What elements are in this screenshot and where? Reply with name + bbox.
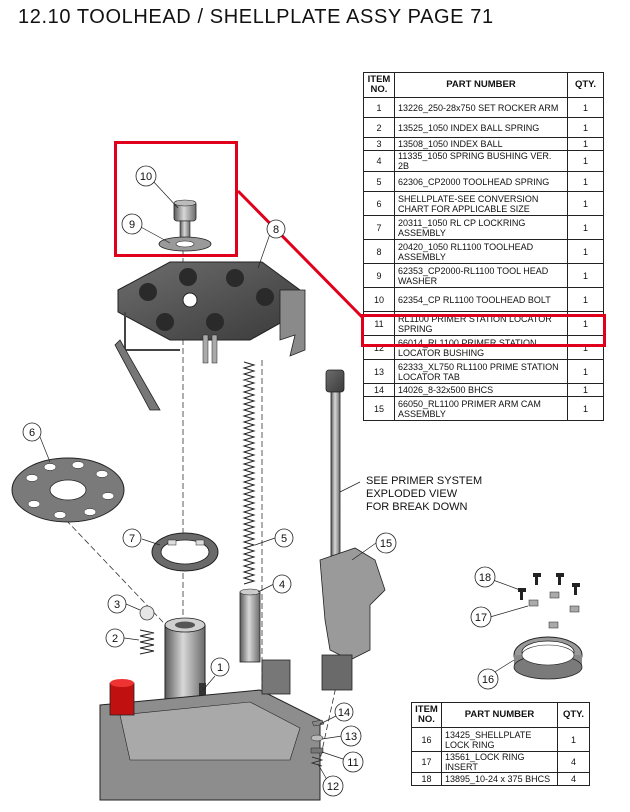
header-qty: QTY.	[557, 702, 590, 728]
item-no: 17	[411, 751, 442, 773]
header-qty: QTY.	[567, 72, 604, 98]
press-base-part	[99, 617, 321, 801]
callout-4: 4	[279, 579, 285, 591]
qty: 1	[567, 335, 604, 360]
item-no: 18	[411, 772, 442, 786]
part-number: 66050_RL1100 PRIMER ARM CAM ASSEMBLY	[394, 396, 568, 421]
primer-arm-cam-assembly-part	[319, 369, 386, 691]
qty: 1	[567, 287, 604, 312]
spring-bushing-part	[239, 588, 261, 663]
highlight-connector-line	[236, 189, 364, 319]
primer-system-note: SEE PRIMER SYSTEM EXPLODED VIEW FOR BREA…	[366, 475, 482, 514]
part-number: 13561_LOCK RING INSERT	[441, 751, 558, 773]
callout-16: 16	[482, 674, 494, 686]
part-number: 13425_SHELLPLATE LOCK RING	[441, 727, 558, 752]
callout-8: 8	[273, 224, 279, 236]
qty: 4	[557, 751, 590, 773]
bhcs-screws-part	[518, 573, 580, 600]
callout-circles	[22, 165, 499, 797]
header-part-number: PART NUMBER	[394, 72, 568, 98]
qty: 1	[557, 727, 590, 752]
note-line: FOR BREAK DOWN	[366, 501, 468, 513]
callout-2: 2	[112, 633, 118, 645]
toolhead-washer-part	[158, 236, 212, 252]
callout-13: 13	[345, 731, 357, 743]
callout-10: 10	[140, 171, 152, 183]
part-number: 13895_10-24 x 375 BHCS	[441, 772, 558, 786]
part-number: 66014_RL1100 PRIMER STATION LOCATOR BUSH…	[394, 335, 568, 360]
callout-6: 6	[29, 427, 35, 439]
item-no: 9	[363, 263, 395, 288]
callout-3: 3	[114, 599, 120, 611]
shellplate-lock-ring-part	[513, 636, 583, 680]
callout-17: 17	[475, 612, 487, 624]
shellplate-part	[11, 457, 125, 523]
callout-9: 9	[129, 219, 135, 231]
highlight-box-bolt	[114, 141, 238, 257]
note-line: SEE PRIMER SYSTEM	[366, 475, 483, 487]
qty: 1	[567, 263, 604, 288]
callout-1: 1	[217, 662, 223, 674]
item-no: 15	[363, 396, 395, 421]
item-no: 8	[363, 239, 395, 264]
toolhead-assembly-part	[114, 261, 306, 411]
page-title: 12.10 TOOLHEAD / SHELLPLATE ASSY PAGE 71	[18, 6, 494, 28]
header-item-no: ITEM NO.	[411, 702, 442, 728]
part-number: 62333_XL750 RL1100 PRIME STATION LOCATOR…	[394, 359, 568, 384]
callout-15: 15	[380, 538, 392, 550]
index-ball-spring-part	[139, 629, 155, 655]
highlight-box-row-10	[361, 314, 606, 347]
leader-lines	[37, 179, 529, 786]
callout-14: 14	[338, 707, 350, 719]
qty: 4	[557, 772, 590, 786]
toolhead-bolt-part	[173, 199, 197, 240]
qty: 1	[567, 191, 604, 216]
callout-5: 5	[281, 533, 287, 545]
toolhead-spring-part	[242, 361, 256, 585]
callout-18: 18	[479, 572, 491, 584]
callout-12: 12	[327, 781, 339, 793]
callout-11: 11	[347, 757, 358, 769]
part-number: 62354_CP RL1100 TOOLHEAD BOLT	[394, 287, 568, 312]
lock-ring-inserts-part	[528, 591, 580, 629]
locator-small-parts	[310, 719, 325, 767]
qty: 1	[567, 396, 604, 421]
callout-7: 7	[129, 533, 135, 545]
index-ball-part	[139, 605, 155, 621]
item-no: 16	[411, 727, 442, 752]
item-no: 10	[363, 287, 395, 312]
header-part-number: PART NUMBER	[441, 702, 558, 728]
note-line: EXPLODED VIEW	[366, 488, 458, 500]
lockring-assembly-part	[151, 532, 219, 572]
part-number: 62353_CP2000-RL1100 TOOL HEAD WASHER	[394, 263, 568, 288]
part-number: 20311_1050 RL CP LOCKRING ASSEMBLY	[394, 215, 568, 240]
qty: 1	[567, 215, 604, 240]
